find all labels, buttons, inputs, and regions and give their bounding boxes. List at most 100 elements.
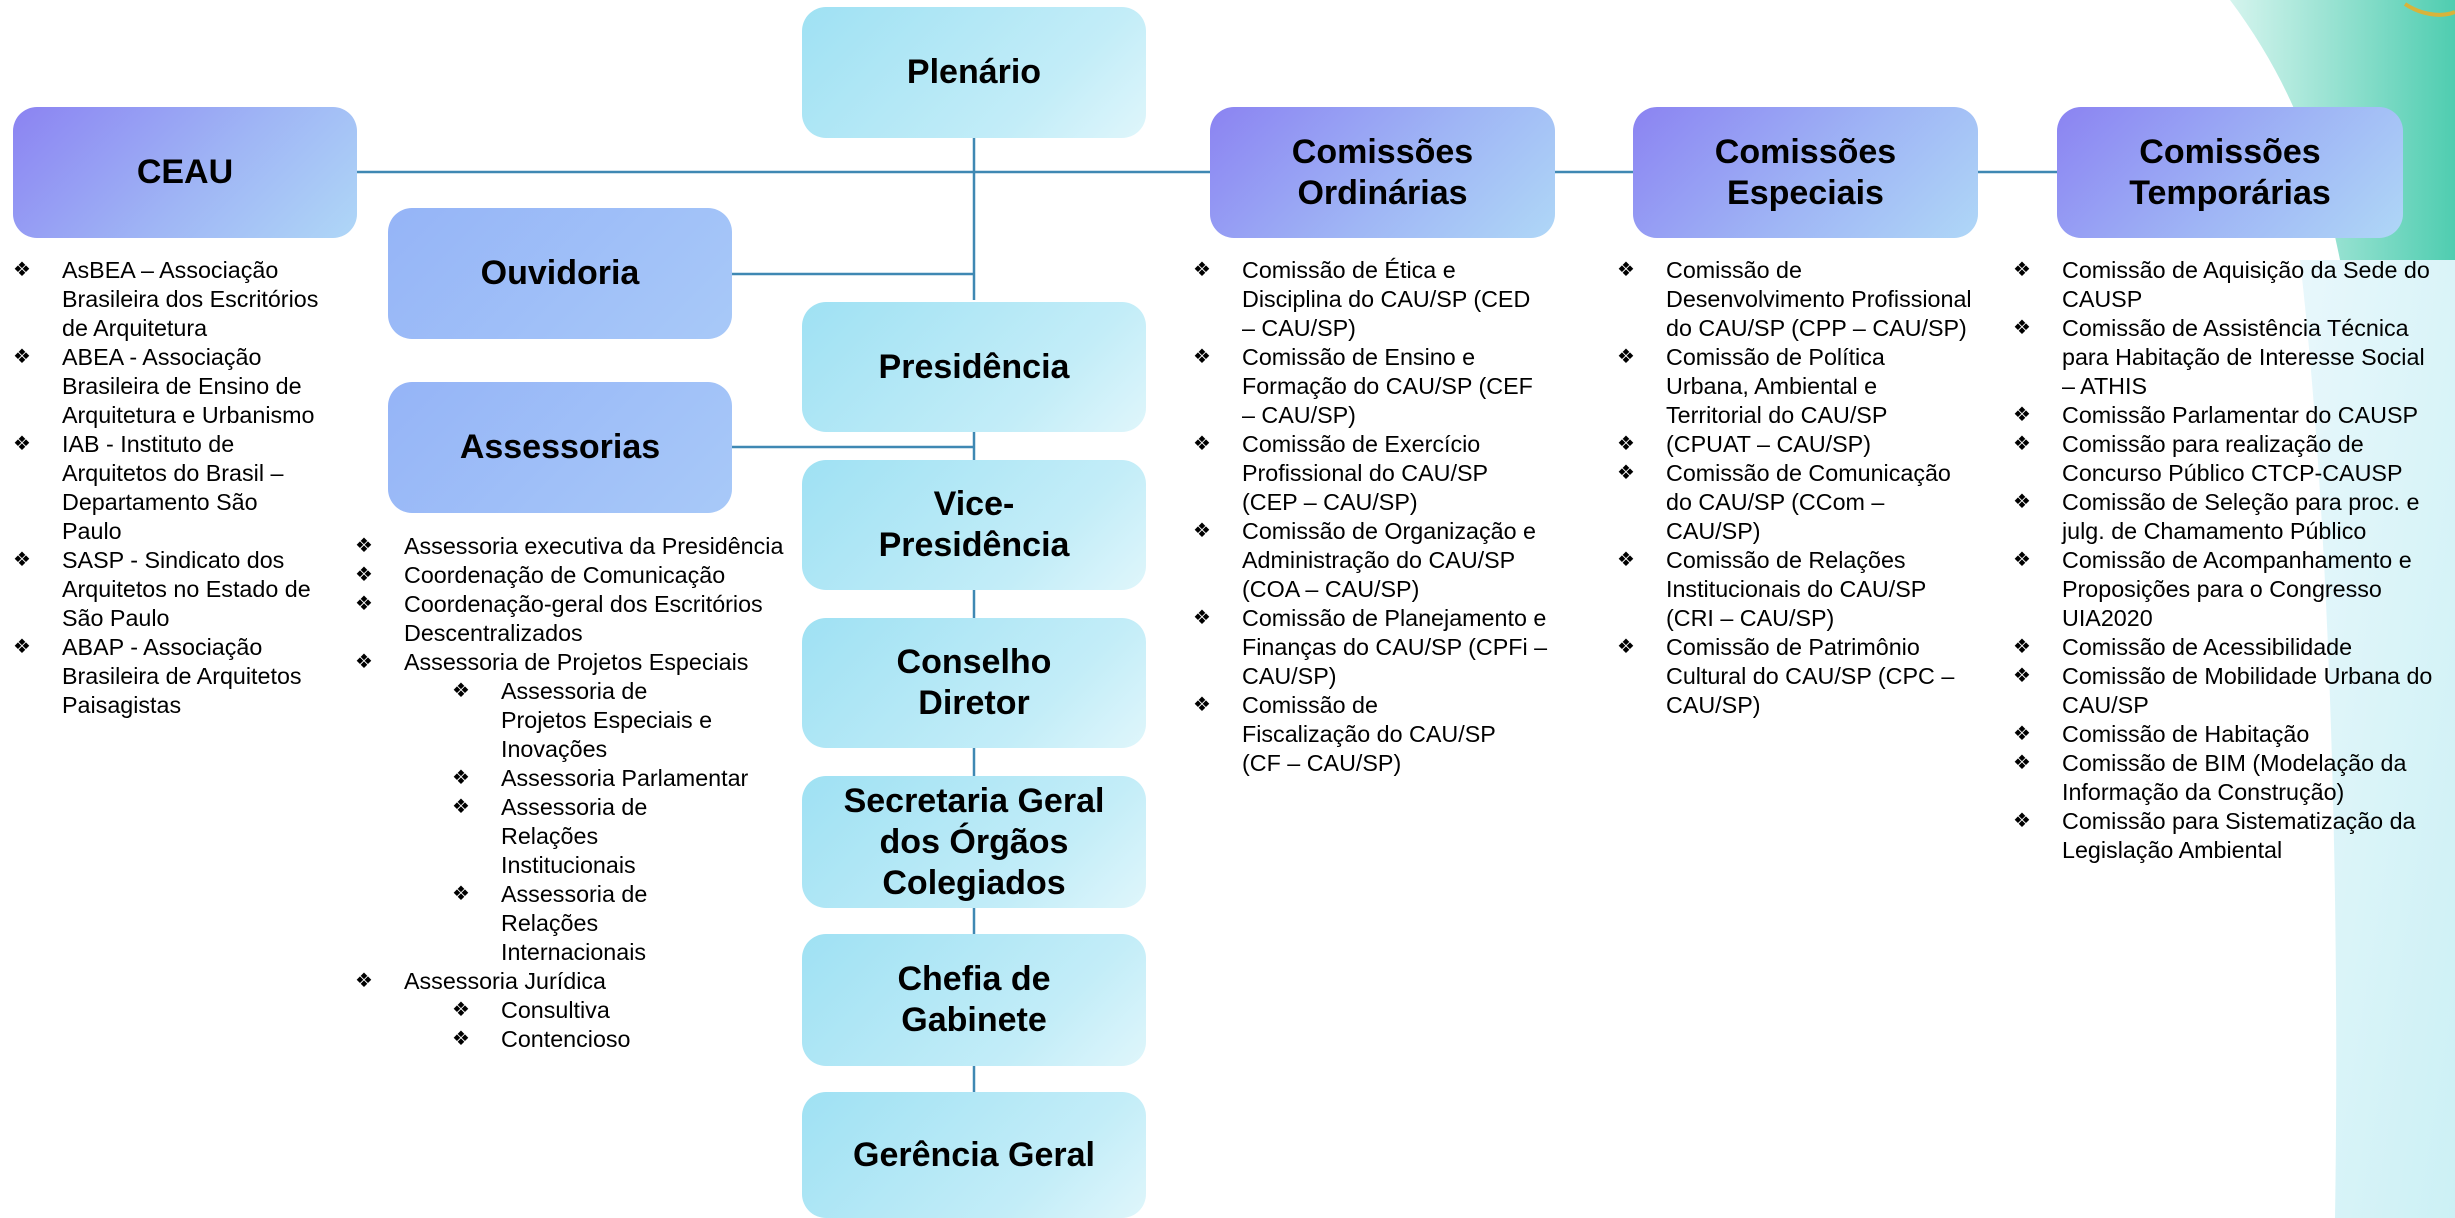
bullet-icon: ❖ — [452, 680, 470, 702]
bullet-icon: ❖ — [1617, 636, 1635, 658]
list-item: ❖Assessoria executiva da Presidência — [355, 533, 784, 559]
list-item: ❖Comissão de BIM (Modelação da Informaçã… — [2013, 750, 2407, 805]
list-item: ❖Consultiva — [452, 997, 610, 1023]
bullet-icon: ❖ — [355, 651, 373, 673]
bullet-icon: ❖ — [452, 999, 470, 1021]
gold-arc-shape — [2403, 2, 2455, 17]
list-item: ❖Comissão de Ética e Disciplina do CAU/S… — [1193, 257, 1531, 341]
bullet-icon: ❖ — [355, 970, 373, 992]
bullet-icon: ❖ — [2013, 636, 2031, 658]
box-assessorias: Assessorias — [388, 382, 732, 513]
list-item: ❖(CPUAT – CAU/SP) — [1617, 431, 1871, 457]
comissoes-especiais-list: ❖Comissão de Desenvolvimento Profissiona… — [1617, 256, 1972, 720]
bullet-icon: ❖ — [355, 564, 373, 586]
list-item: ❖Comissão de Relações Institucionais do … — [1617, 547, 1926, 631]
bullet-icon: ❖ — [2013, 259, 2031, 281]
box-comissoes-temporarias: Comissões Temporárias — [2057, 107, 2403, 238]
bullet-icon: ❖ — [1193, 433, 1211, 455]
pale-swoosh-shape — [2300, 260, 2455, 1218]
list-item: ❖Comissão de Planejamento e Finanças do … — [1193, 605, 1548, 689]
box-presidencia: Presidência — [802, 302, 1146, 432]
list-item: ❖AsBEA – Associação Brasileira dos Escri… — [13, 257, 319, 341]
list-item: ❖Assessoria de Projetos Especiais ❖Asses… — [355, 649, 749, 965]
box-conselho-diretor: Conselho Diretor — [802, 618, 1146, 748]
list-item: ❖Comissão de Acessibilidade — [2013, 634, 2353, 660]
list-item: ❖Comissão de Aquisição da Sede do CAUSP — [2013, 257, 2430, 312]
bullet-icon: ❖ — [452, 1028, 470, 1050]
list-item: ❖Comissão de Exercício Profissional do C… — [1193, 431, 1488, 515]
bullet-icon: ❖ — [13, 346, 31, 368]
box-ouvidoria: Ouvidoria — [388, 208, 732, 339]
list-item: ❖Comissão de Comunicação do CAU/SP (CCom… — [1617, 460, 1951, 544]
bullet-icon: ❖ — [1617, 462, 1635, 484]
bullet-icon: ❖ — [2013, 723, 2031, 745]
bullet-icon: ❖ — [2013, 752, 2031, 774]
ceau-member-list: ❖AsBEA – Associação Brasileira dos Escri… — [13, 256, 323, 720]
list-item: ❖Comissão de Política Urbana, Ambiental … — [1617, 344, 1888, 428]
bullet-icon: ❖ — [1193, 694, 1211, 716]
list-item: ❖Assessoria de Relações Institucionais — [452, 794, 648, 878]
list-item: ❖Comissão de Desenvolvimento Profissiona… — [1617, 257, 1972, 341]
bullet-icon: ❖ — [1193, 259, 1211, 281]
comissoes-temporarias-list: ❖Comissão de Aquisição da Sede do CAUSP … — [2013, 256, 2438, 865]
bullet-icon: ❖ — [13, 433, 31, 455]
list-item: ❖Assessoria Jurídica ❖Consultiva ❖Conten… — [355, 967, 785, 1054]
box-secretaria-geral: Secretaria Geral dos Órgãos Colegiados — [802, 776, 1146, 908]
list-item: ❖Coordenação de Comunicação — [355, 562, 726, 588]
box-vice-presidencia: Vice-Presidência — [802, 460, 1146, 590]
bullet-icon: ❖ — [1617, 346, 1635, 368]
list-item: ❖Contencioso — [452, 1026, 631, 1052]
bullet-icon: ❖ — [2013, 433, 2031, 455]
list-item: ❖Comissão de Patrimônio Cultural do CAU/… — [1617, 634, 1955, 718]
list-item: ❖Comissão de Acompanhamento e Proposiçõe… — [2013, 547, 2412, 631]
bullet-icon: ❖ — [13, 636, 31, 658]
list-item: ❖Comissão de Assistência Técnica para Ha… — [2013, 315, 2425, 399]
bullet-icon: ❖ — [13, 259, 31, 281]
box-plenario: Plenário — [802, 7, 1146, 138]
list-item: ❖Comissão de Organização e Administração… — [1193, 518, 1536, 602]
list-item: ❖Comissão para realização de Concurso Pú… — [2013, 431, 2403, 486]
bullet-icon: ❖ — [1193, 607, 1211, 629]
list-item: ❖Assessoria Parlamentar — [452, 765, 749, 791]
bullet-icon: ❖ — [452, 796, 470, 818]
bullet-icon: ❖ — [1617, 549, 1635, 571]
list-item: ❖IAB - Instituto de Arquitetos do Brasil… — [13, 431, 284, 544]
list-item: ❖Comissão de Ensino e Formação do CAU/SP… — [1193, 344, 1533, 428]
list-item: ❖Comissão de Seleção para proc. e julg. … — [2013, 489, 2420, 544]
bullet-icon: ❖ — [355, 535, 373, 557]
list-item: ❖Comissão de Fiscalização do CAU/SP (CF … — [1193, 692, 1496, 776]
list-item: ❖Assessoria de Projetos Especiais e Inov… — [452, 678, 713, 762]
bullet-icon: ❖ — [13, 549, 31, 571]
list-item: ❖Assessoria de Relações Internacionais — [452, 881, 648, 965]
list-item: ❖Comissão para Sistematização da Legisla… — [2013, 808, 2416, 863]
bullet-icon: ❖ — [1193, 346, 1211, 368]
assessorias-list: ❖Assessoria executiva da Presidência ❖Co… — [355, 532, 785, 1054]
bullet-icon: ❖ — [2013, 404, 2031, 426]
list-item: ❖SASP - Sindicato dos Arquitetos no Esta… — [13, 547, 311, 631]
list-item: ❖Comissão Parlamentar do CAUSP — [2013, 402, 2419, 428]
bullet-icon: ❖ — [1617, 259, 1635, 281]
box-ceau: CEAU — [13, 107, 357, 238]
list-item: ❖ABEA - Associação Brasileira de Ensino … — [13, 344, 315, 428]
list-item: ❖Comissão de Habitação — [2013, 721, 2310, 747]
bullet-icon: ❖ — [1193, 520, 1211, 542]
list-item: ❖Coordenação-geral dos Escritórios Desce… — [355, 591, 763, 646]
bullet-icon: ❖ — [2013, 549, 2031, 571]
bullet-icon: ❖ — [2013, 491, 2031, 513]
box-comissoes-ordinarias: Comissões Ordinárias — [1210, 107, 1555, 238]
bullet-icon: ❖ — [2013, 317, 2031, 339]
box-gerencia-geral: Gerência Geral — [802, 1092, 1146, 1218]
bullet-icon: ❖ — [2013, 810, 2031, 832]
list-item: ❖ABAP - Associação Brasileira de Arquite… — [13, 634, 302, 718]
bullet-icon: ❖ — [355, 593, 373, 615]
list-item: ❖Comissão de Mobilidade Urbana do CAU/SP — [2013, 663, 2433, 718]
bullet-icon: ❖ — [1617, 433, 1635, 455]
box-chefia-gabinete: Chefia de Gabinete — [802, 934, 1146, 1066]
bullet-icon: ❖ — [452, 767, 470, 789]
comissoes-ordinarias-list: ❖Comissão de Ética e Disciplina do CAU/S… — [1193, 256, 1548, 778]
bullet-icon: ❖ — [2013, 665, 2031, 687]
bullet-icon: ❖ — [452, 883, 470, 905]
box-comissoes-especiais: Comissões Especiais — [1633, 107, 1978, 238]
